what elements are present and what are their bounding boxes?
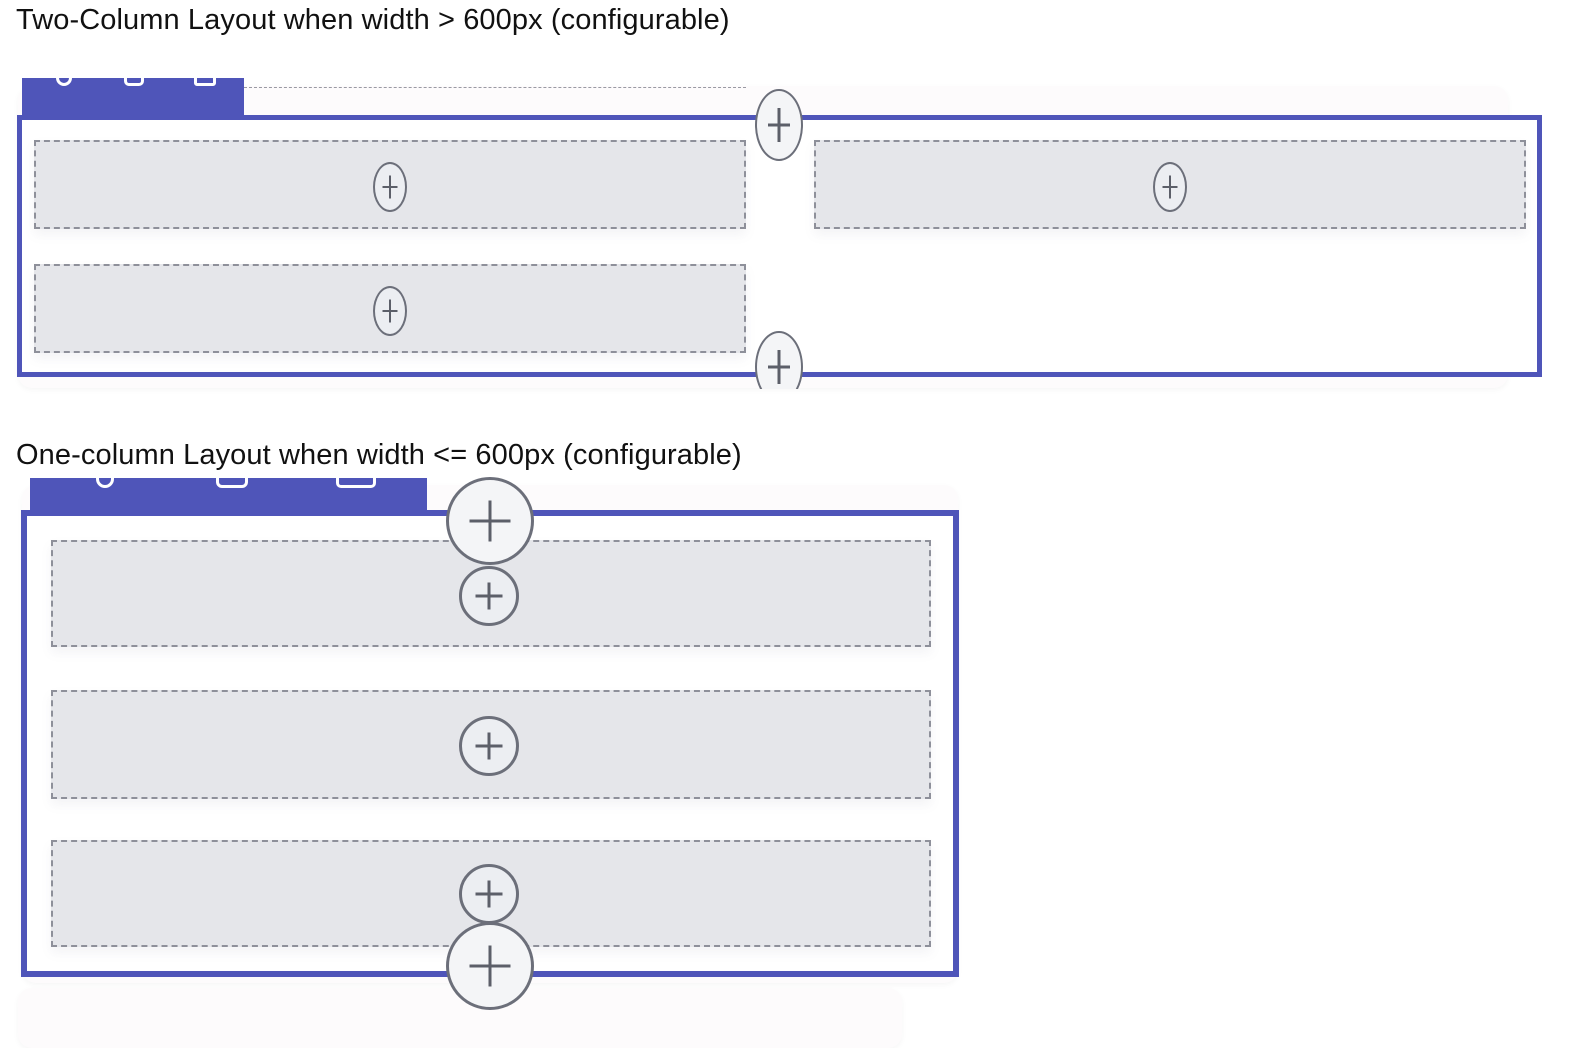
drag-handle-icon[interactable] xyxy=(56,78,72,86)
left-column-slot-1[interactable] xyxy=(34,140,746,229)
single-column-slot-1[interactable] xyxy=(51,540,931,647)
right-column-slot-1[interactable] xyxy=(814,140,1526,229)
drag-handle-icon[interactable] xyxy=(96,478,114,488)
add-block-plus-icon[interactable] xyxy=(459,864,519,924)
delete-icon[interactable] xyxy=(194,78,216,86)
add-row-above-plus-icon[interactable] xyxy=(755,89,803,161)
one-column-container xyxy=(21,510,959,977)
duplicate-icon[interactable] xyxy=(124,78,144,86)
two-column-caption: Two-Column Layout when width > 600px (co… xyxy=(16,4,730,36)
two-column-toolbar[interactable] xyxy=(22,78,244,118)
add-block-plus-icon[interactable] xyxy=(459,566,519,626)
add-row-above-plus-icon[interactable] xyxy=(446,477,534,565)
add-block-plus-icon[interactable] xyxy=(459,716,519,776)
single-column-slot-2[interactable] xyxy=(51,690,931,799)
two-column-top-guide xyxy=(244,87,746,88)
delete-icon[interactable] xyxy=(336,478,376,488)
add-block-plus-icon[interactable] xyxy=(373,162,407,212)
add-row-below-plus-icon[interactable] xyxy=(755,331,803,389)
add-block-plus-icon[interactable] xyxy=(1153,162,1187,212)
duplicate-icon[interactable] xyxy=(216,478,248,488)
add-block-plus-icon[interactable] xyxy=(373,286,407,336)
left-column-slot-2[interactable] xyxy=(34,264,746,353)
one-column-toolbar[interactable] xyxy=(30,478,427,512)
one-column-caption: One-column Layout when width <= 600px (c… xyxy=(16,439,742,471)
add-row-below-plus-icon[interactable] xyxy=(446,922,534,1010)
